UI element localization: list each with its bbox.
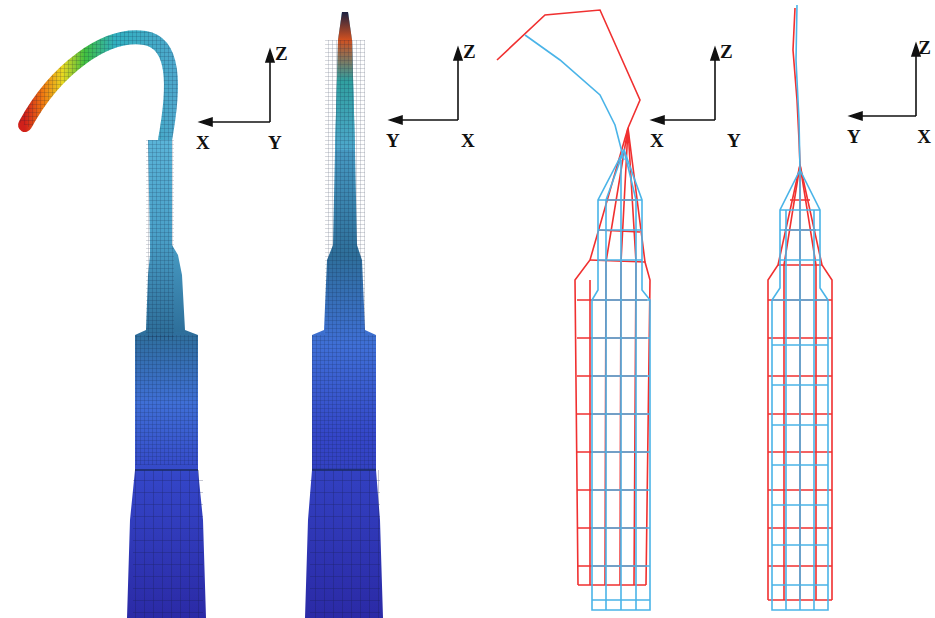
axis-label: Z	[463, 42, 476, 61]
axis-label: Y	[727, 131, 741, 150]
axis-label: X	[650, 131, 664, 150]
axis-label: X	[196, 133, 210, 152]
axis-label: X	[461, 131, 475, 150]
axis-label: X	[917, 127, 931, 146]
axis-label: Y	[386, 131, 400, 150]
axis-label: Y	[847, 127, 861, 146]
axis-label: Z	[720, 42, 733, 61]
axis-label: Y	[268, 133, 282, 152]
axis-label: Z	[918, 38, 931, 57]
axis-label: Z	[275, 44, 288, 63]
